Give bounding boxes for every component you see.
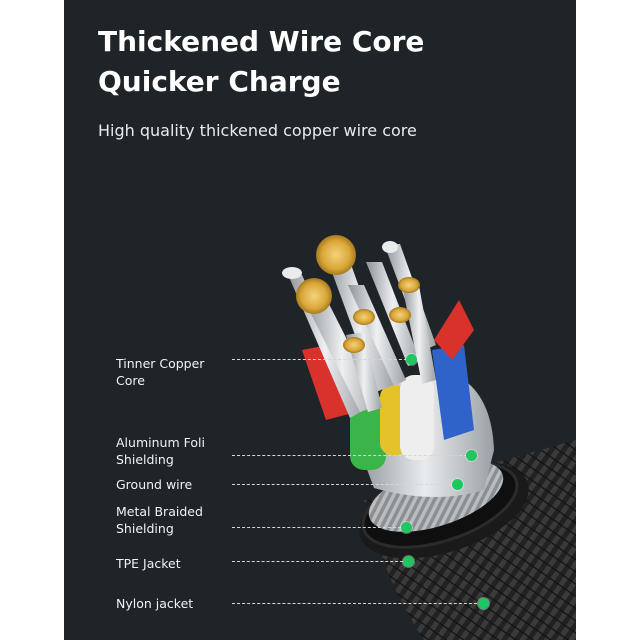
copper-strands: [282, 235, 436, 418]
marker-dot-tpe-jacket: [403, 556, 414, 567]
callout-label-metal-braid: Metal Braided Shielding: [116, 504, 203, 536]
page-title: Thickened Wire Core Quicker Charge: [98, 22, 424, 102]
marker-dot-aluminum-foil: [466, 450, 477, 461]
cable-cross-section-illustration: [282, 235, 576, 640]
subtitle: High quality thickened copper wire core: [98, 121, 417, 140]
leader-line-ground-wire: [232, 484, 458, 485]
marker-dot-ground-wire: [452, 479, 463, 490]
title-line-1: Thickened Wire Core: [98, 25, 425, 58]
callout-label-tpe-jacket: TPE Jacket: [116, 556, 181, 571]
callout-label-nylon-jacket: Nylon jacket: [116, 596, 194, 611]
leader-line-nylon-jacket: [232, 603, 482, 604]
leader-line-tpe-jacket: [232, 561, 408, 562]
title-line-2: Quicker Charge: [98, 65, 341, 98]
marker-dot-metal-braid: [401, 522, 412, 533]
marker-dot-copper-core: [406, 354, 417, 365]
leader-line-aluminum-foil: [232, 455, 472, 456]
callout-label-ground-wire: Ground wire: [116, 477, 193, 492]
product-panel: Thickened Wire Core Quicker Charge High …: [64, 0, 576, 640]
marker-dot-nylon-jacket: [478, 598, 489, 609]
callout-label-copper-core: Tinner Copper Core: [116, 356, 205, 388]
leader-line-metal-braid: [232, 527, 406, 528]
leader-line-copper-core: [232, 359, 412, 360]
callout-label-aluminum-foil: Aluminum Foli Shielding: [116, 435, 205, 467]
